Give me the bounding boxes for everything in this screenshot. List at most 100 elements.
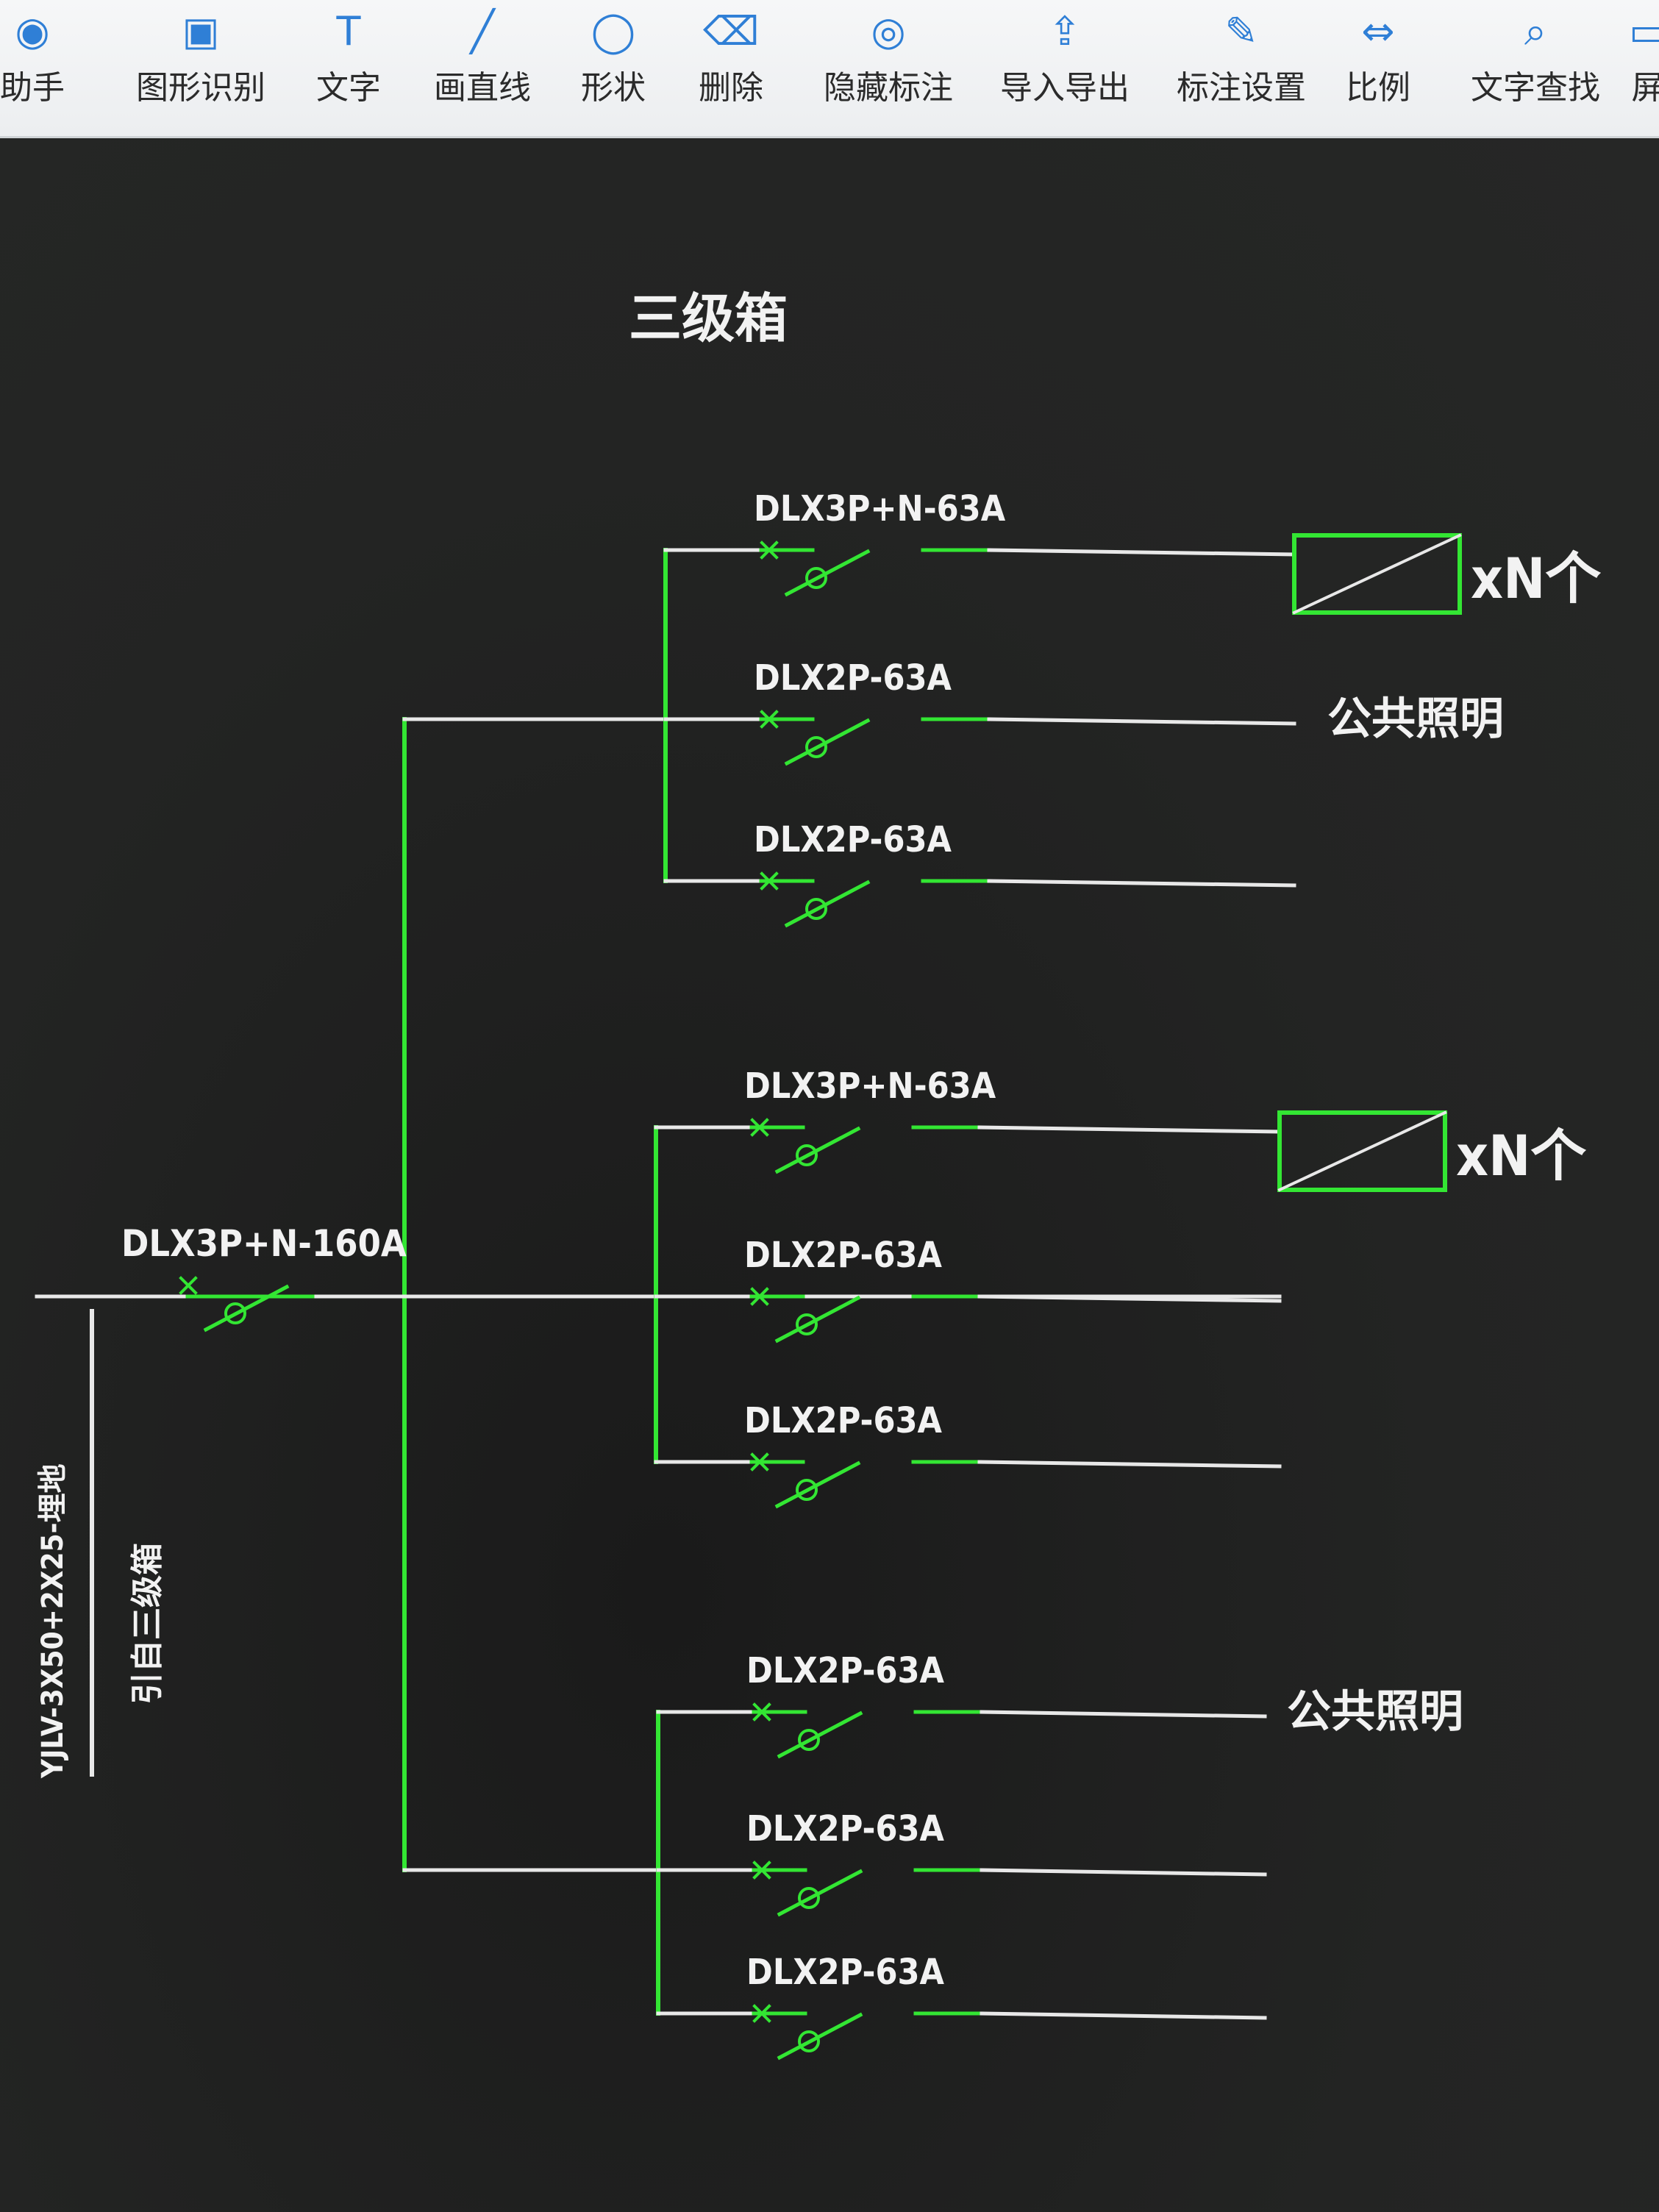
branch-circuit: DLX2P-63A — [654, 1235, 1282, 1344]
toolbar-button-label: 助手 — [0, 69, 65, 107]
breaker-x-mark — [752, 1702, 771, 1722]
breaker-circle — [796, 1479, 818, 1501]
breaker-symbol — [752, 1702, 863, 1759]
breaker-circle — [798, 2030, 820, 2052]
branch-wire-out — [980, 2011, 1267, 2020]
branch-circuit: DLX2P-63A — [663, 819, 1296, 928]
breaker-label: DLX2P-63A — [746, 1808, 945, 1849]
breaker-symbol — [760, 871, 871, 928]
breaker-label: DLX3P+N-63A — [754, 488, 1006, 529]
breaker-symbol — [752, 2004, 863, 2061]
branch-wire-out — [987, 548, 1296, 557]
breaker-x-mark — [750, 1287, 769, 1306]
breaker-blade — [774, 1295, 861, 1344]
branch-circuit: DLX2P-63A — [656, 1952, 1267, 2061]
toolbar-button-2[interactable]: T 文字 — [316, 0, 381, 136]
toolbar-button-1[interactable]: ▣图形识别 — [136, 0, 265, 136]
single-line-diagram: 三级箱DLX3P+N-160AYJLV-3X50+2X25-埋地引自三级箱DLX… — [35, 288, 1601, 2061]
toolbar-button-label: 画直线 — [434, 69, 531, 107]
breaker-x-mark — [760, 871, 779, 891]
toolbar-button-10[interactable]: ⌕文字查找 — [1471, 0, 1600, 136]
shape-recognition-icon: ▣ — [182, 8, 220, 54]
text-search-icon: ⌕ — [1524, 8, 1547, 54]
toolbar-button-label: 比例 — [1346, 69, 1410, 107]
breaker-circle — [805, 898, 827, 920]
breaker-symbol — [750, 1452, 861, 1509]
breaker-symbol — [750, 1118, 861, 1174]
breaker-blade — [777, 1869, 863, 1917]
toolbar: ◉ 助手 ▣图形识别 T 文字 ╱画直线 ◯形状 ⌫ 删除 ◎隐藏标注 ⇪ 导入导出 ✎标注设置 ⇔ 比例 ⌕… — [0, 0, 1659, 138]
eraser-icon: ⌫ — [702, 8, 760, 54]
toolbar-button-5[interactable]: ⌫ 删除 — [699, 0, 763, 136]
breaker-circle — [224, 1302, 246, 1324]
assistant-icon: ◉ — [15, 8, 50, 54]
load-box-diagonal — [1292, 533, 1462, 615]
breaker-symbol — [760, 710, 871, 766]
load-box — [1292, 533, 1462, 615]
main-breaker-label: DLX3P+N-160A — [121, 1222, 407, 1265]
load-box — [1277, 1110, 1447, 1192]
branch-wire-out — [987, 717, 1296, 726]
breaker-x-mark — [760, 710, 779, 729]
scale-icon: ⇔ — [1361, 8, 1395, 54]
import-export-icon: ⇪ — [1048, 8, 1082, 54]
breaker-blade — [784, 718, 871, 766]
screen-icon: ▭ — [1629, 8, 1659, 54]
toolbar-button-0[interactable]: ◉ 助手 — [0, 0, 65, 136]
breaker-symbol — [750, 1287, 861, 1344]
branch-circuit: DLX3P+N-63A xN个 — [663, 488, 1601, 615]
breaker-x-mark — [752, 2004, 771, 2023]
breaker-symbol — [752, 1860, 863, 1917]
breaker-x-mark — [750, 1118, 769, 1137]
branch-wire-out — [980, 1868, 1267, 1877]
cable-note-label: 引自三级箱 — [129, 1543, 166, 1705]
breaker-label: DLX2P-63A — [744, 1400, 943, 1441]
breaker-x-mark — [179, 1276, 198, 1295]
branch-wire-out — [977, 1294, 1282, 1303]
toolbar-button-9[interactable]: ⇔ 比例 — [1346, 0, 1410, 136]
toolbar-button-11[interactable]: ▭屏 — [1629, 0, 1659, 136]
breaker-blade — [784, 880, 871, 928]
breaker-blade — [777, 2012, 863, 2061]
branch-wire-out — [987, 879, 1296, 888]
breaker-x-mark — [760, 540, 779, 560]
breaker-circle — [798, 1887, 820, 1909]
branch-wire-out — [977, 1460, 1282, 1469]
breaker-circle — [796, 1144, 818, 1166]
toolbar-button-label: 屏 — [1631, 69, 1659, 107]
breaker-blade — [203, 1284, 290, 1332]
breaker-circle — [805, 736, 827, 758]
breaker-symbol — [760, 540, 871, 597]
toolbar-button-label: 形状 — [581, 69, 646, 107]
toolbar-button-8[interactable]: ✎标注设置 — [1177, 0, 1306, 136]
toolbar-button-6[interactable]: ◎隐藏标注 — [824, 0, 953, 136]
toolbar-button-7[interactable]: ⇪ 导入导出 — [1000, 0, 1130, 136]
toolbar-button-label: 删除 — [699, 69, 763, 107]
branch-wire-out — [980, 1710, 1267, 1719]
breaker-blade — [784, 549, 871, 597]
breaker-blade — [774, 1126, 861, 1174]
breaker-label: DLX2P-63A — [746, 1650, 945, 1691]
breaker-circle — [798, 1729, 820, 1751]
breaker-label: DLX2P-63A — [744, 1235, 943, 1276]
load-count-label: xN个 — [1471, 546, 1601, 611]
text-icon: T — [336, 8, 361, 54]
toolbar-button-label: 标注设置 — [1177, 69, 1306, 107]
branch-circuit: DLX2P-63A — [656, 1808, 1267, 1917]
toolbar-button-3[interactable]: ╱画直线 — [434, 0, 531, 136]
toolbar-button-label: 导入导出 — [1000, 69, 1130, 107]
breaker-circle — [805, 567, 827, 589]
diagram-title: 三级箱 — [629, 288, 788, 349]
toolbar-button-label: 文字 — [316, 69, 381, 107]
breaker-label: DLX2P-63A — [754, 657, 952, 699]
branch-circuit: DLX2P-63A — [654, 1400, 1282, 1509]
toolbar-button-4[interactable]: ◯形状 — [581, 0, 646, 136]
eye-icon: ◎ — [871, 8, 906, 54]
branch-wire-out — [977, 1125, 1282, 1134]
